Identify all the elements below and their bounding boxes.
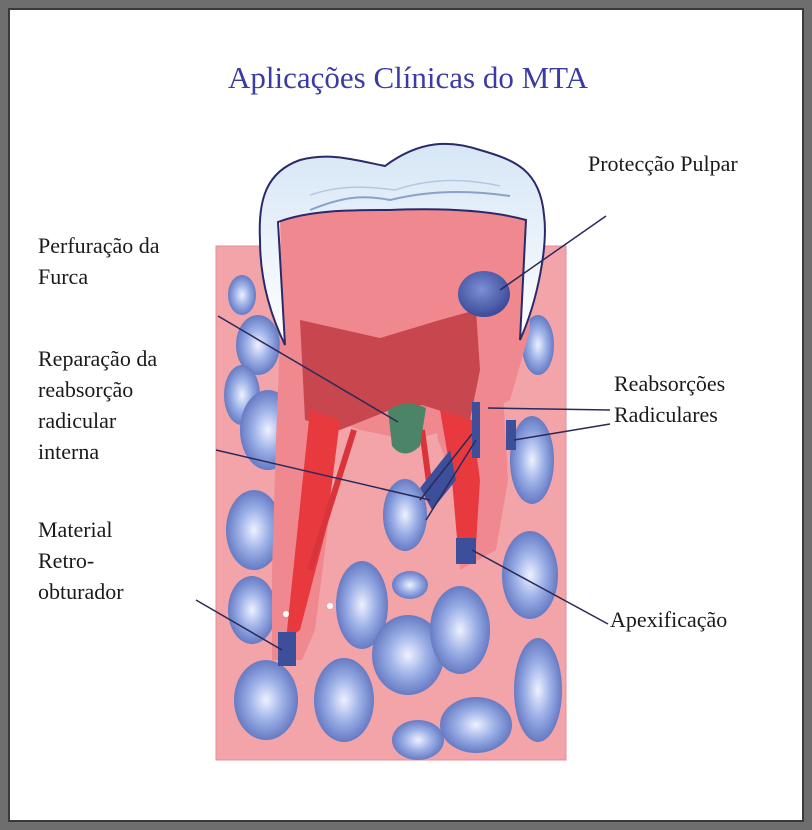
canal-highlight: [283, 611, 289, 617]
label-proteccao-pulpar: Protecção Pulpar: [588, 148, 738, 179]
label-perfuracao-furca: Perfuração da Furca: [38, 230, 160, 292]
canal-highlight: [327, 603, 333, 609]
diagram-frame: Aplicações Clínicas do MTA: [8, 8, 804, 822]
root-resorption-mta: [506, 420, 516, 450]
label-reabsorcoes-radiculares: Reabsorções Radiculares: [614, 368, 725, 430]
label-reparacao-reabsorcao: Reparação da reabsorção radicular intern…: [38, 343, 157, 467]
label-material-retro-obturador: Material Retro- obturador: [38, 514, 124, 607]
label-apexificacao: Apexificação: [610, 604, 727, 635]
root-resorption-mta: [472, 402, 480, 458]
pulp-protection-mta: [458, 271, 510, 317]
